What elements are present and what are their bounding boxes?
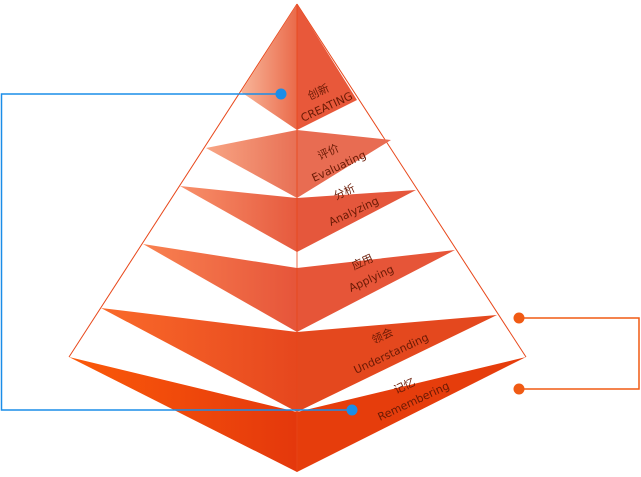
layer-remembering — [69, 357, 526, 472]
connector-dot — [346, 404, 358, 416]
connector-dot — [275, 88, 287, 100]
connector-dot — [513, 383, 525, 395]
layer-applying — [143, 244, 455, 332]
layer-evaluating — [206, 130, 391, 198]
connector-dot — [513, 312, 525, 324]
orange-connector — [513, 312, 640, 395]
blue-connector — [0, 88, 358, 416]
layer-understanding — [101, 308, 497, 412]
pyramid-outline — [68, 3, 527, 358]
layer-creating — [241, 4, 357, 130]
layer-analyzing — [180, 186, 416, 252]
